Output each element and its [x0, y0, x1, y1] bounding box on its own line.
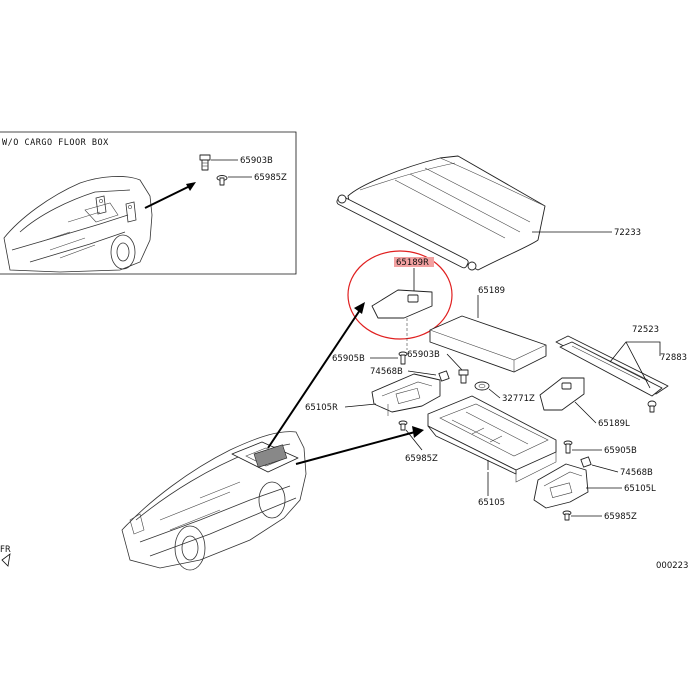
- inset-border: [0, 131, 297, 275]
- trim-72523: [555, 335, 669, 397]
- screw-65905b-right: [563, 440, 573, 454]
- label-65903b-inset: 65903B: [240, 156, 273, 166]
- fr-direction-icon: FR: [0, 545, 11, 567]
- clip-65985z-inset: [216, 175, 228, 186]
- clip-74568b-left: [438, 370, 450, 382]
- label-65905b-right: 65905B: [604, 446, 637, 456]
- inset-box: W/O CARGO FLOOR BOX 65903B: [0, 131, 297, 275]
- label-32771z: 32771Z: [502, 394, 535, 404]
- arrow-to-cargo-box: [295, 431, 416, 465]
- label-65985z-inset: 65985Z: [254, 173, 287, 183]
- cargo-box-65105: [427, 395, 557, 483]
- label-65985z-left: 65985Z: [405, 454, 438, 464]
- label-65105r: 65105R: [305, 403, 338, 413]
- arrow-to-65189r: [267, 309, 361, 449]
- highlight-circle: [347, 250, 453, 340]
- board-65189: [429, 315, 547, 373]
- screw-65905b-left: [398, 351, 408, 365]
- fr-label: FR: [0, 545, 11, 555]
- label-72523: 72523: [632, 325, 659, 335]
- label-65903b: 65903B: [407, 350, 440, 360]
- bracket-65105r: [371, 373, 441, 416]
- highlight-label-bg: [394, 257, 434, 267]
- label-74568b-right: 74568B: [620, 468, 653, 478]
- clip-65985z-right: [562, 510, 572, 521]
- label-72233: 72233: [614, 228, 641, 238]
- mat-65189r: [371, 289, 433, 319]
- grommet-32771z: [474, 381, 490, 391]
- tonneau-cover-72233: [336, 155, 546, 271]
- bolt-65903b-inset: [199, 154, 211, 171]
- clip-65985z-left: [398, 420, 408, 431]
- label-74568b-left: 74568B: [370, 367, 403, 377]
- bolt-65903b: [458, 369, 469, 384]
- bracket-65105l: [533, 463, 589, 509]
- inset-car-illustration: [3, 176, 153, 273]
- inset-arrow: [144, 184, 193, 209]
- inset-arrow-head: [186, 182, 196, 191]
- label-65189l: 65189L: [598, 419, 630, 429]
- label-65105: 65105: [478, 498, 505, 508]
- vehicle-illustration: [121, 431, 307, 571]
- label-72883: 72883: [660, 353, 687, 363]
- label-65189r: 65189R: [396, 258, 429, 268]
- inset-caption: W/O CARGO FLOOR BOX: [2, 138, 109, 148]
- mat-65189l: [539, 377, 585, 411]
- label-65189: 65189: [478, 286, 505, 296]
- label-65905b-left: 65905B: [332, 354, 365, 364]
- label-65985z-right: 65985Z: [604, 512, 637, 522]
- label-65105l: 65105L: [624, 484, 656, 494]
- clip-74568b-right: [580, 456, 592, 468]
- clip-72883: [647, 400, 657, 413]
- figure-id: 000223: [656, 561, 688, 571]
